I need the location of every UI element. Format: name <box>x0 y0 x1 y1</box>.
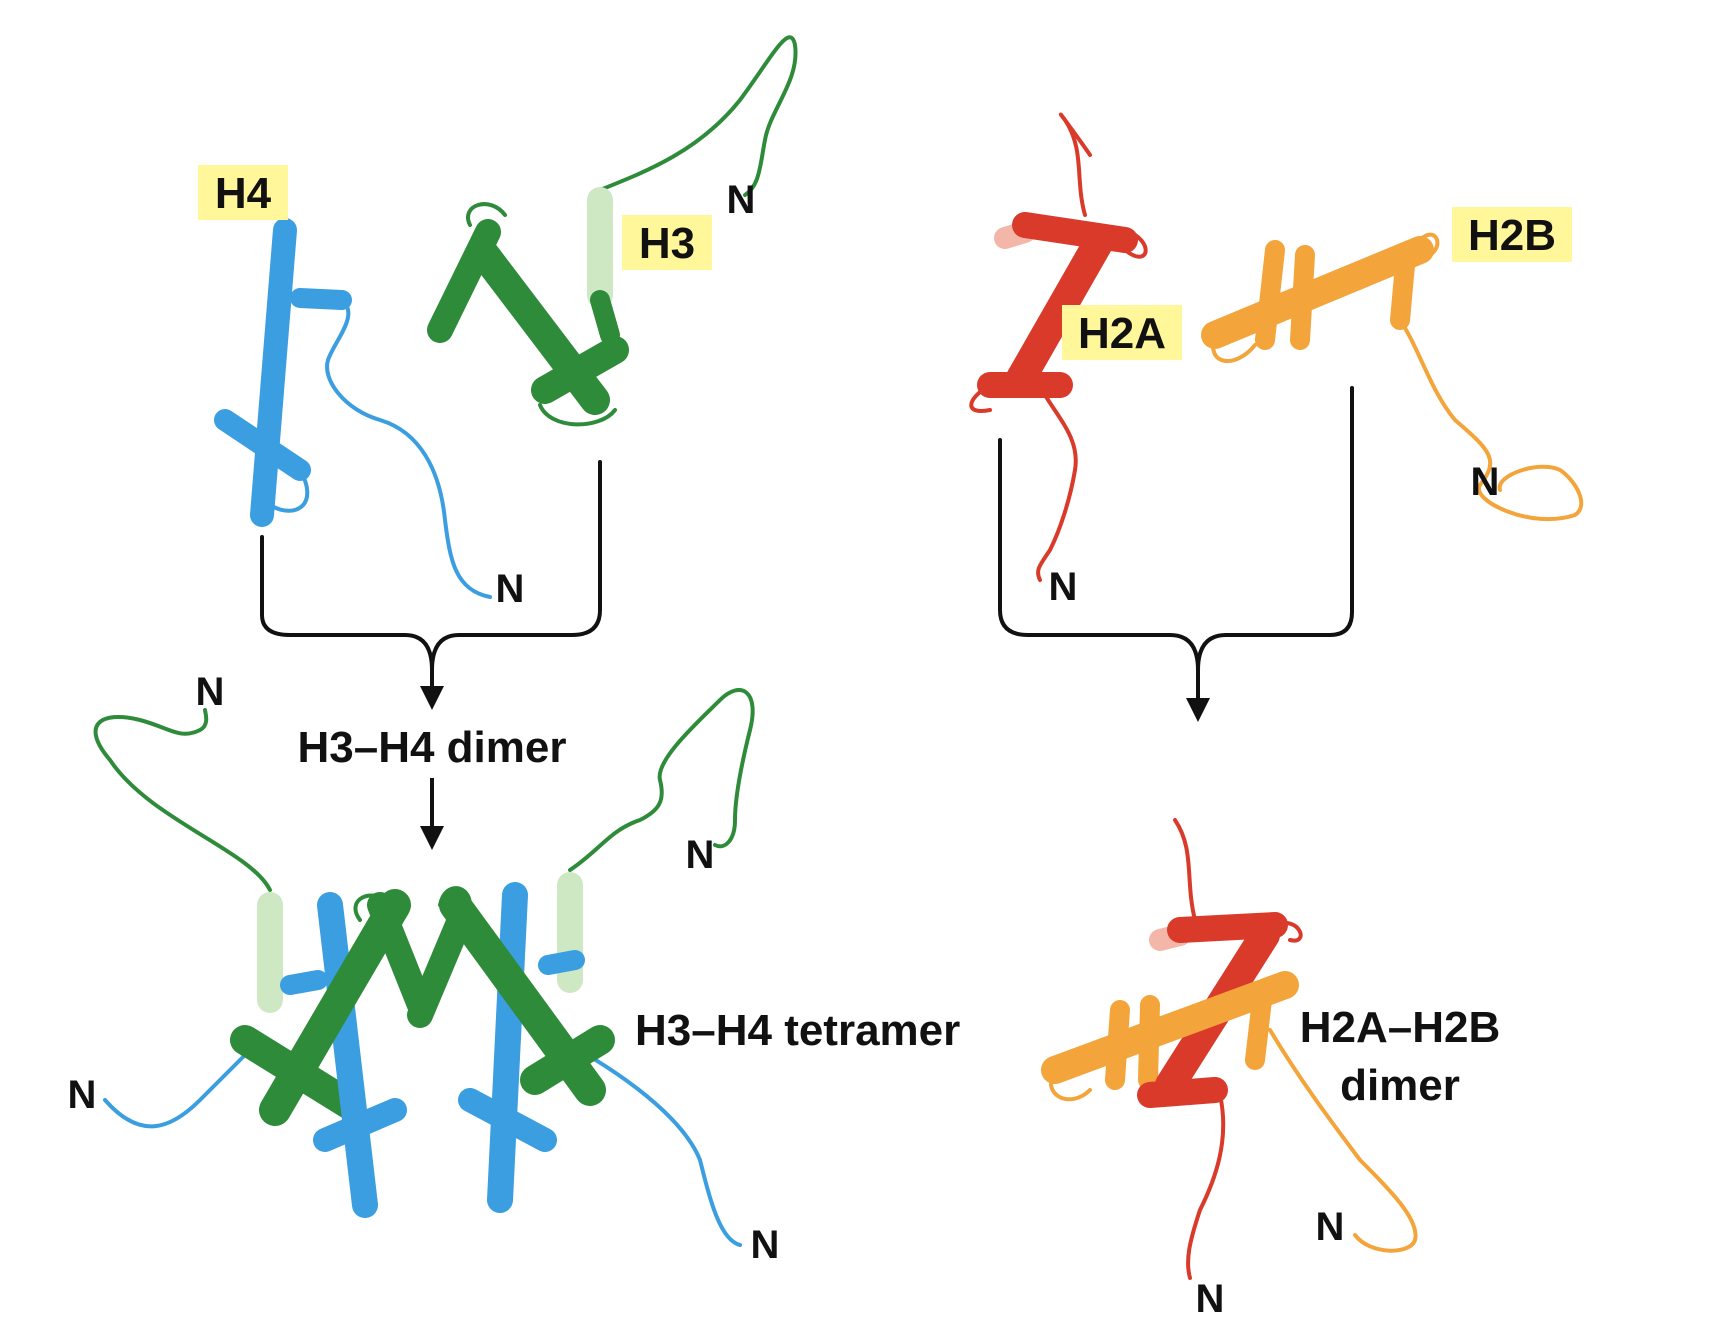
h2b-label-highlight <box>1452 207 1572 262</box>
h4-label: H4 <box>198 165 288 220</box>
dimer-h2a-n-terminus-label: N <box>1196 1277 1225 1321</box>
dimer-h2b-n-terminus-label: N <box>1316 1205 1345 1249</box>
h2a-h2b-bracket <box>998 386 1354 672</box>
h3-monomer <box>427 35 798 427</box>
tetramer-h3-tail-left <box>93 708 272 892</box>
tetramer-h4-helix-left <box>317 892 378 1218</box>
h4-short-helix <box>290 288 352 310</box>
dimer-h2b-loop <box>1048 1068 1092 1102</box>
tetramer-n-label-bottom-left: N <box>68 1073 97 1117</box>
h4-long-helix <box>250 218 297 527</box>
h2b-long-helix <box>1201 236 1434 349</box>
h3-label: H3 <box>622 215 712 270</box>
h3-label-highlight <box>622 215 712 270</box>
h2b-short-helix <box>1390 255 1415 330</box>
h2a-loops <box>969 228 1148 413</box>
h3-h4-dimer-label: H3–H4 dimer <box>297 723 566 772</box>
h2a-label: H2A <box>1062 305 1182 360</box>
h4-n-terminus-label: N <box>496 567 525 611</box>
tetramer-h4-tails <box>103 1038 742 1247</box>
h4-crossing-helix <box>214 409 311 481</box>
h2a-h2b-dimer-label-line1: H2A–H2B <box>1300 1003 1501 1052</box>
dimer-h2b-long-helix <box>1041 971 1299 1084</box>
tetramer-n-label-top-left: N <box>196 670 225 714</box>
h2a-h2b-dimer <box>1041 818 1418 1280</box>
h2b-n-terminus-label: N <box>1471 460 1500 504</box>
h3-h4-tetramer-label: H3–H4 tetramer <box>635 1006 960 1055</box>
h4-monomer <box>214 218 492 599</box>
tetramer-h3-helix-c <box>259 889 411 1126</box>
h2b-label: H2B <box>1452 207 1572 262</box>
h3-tail <box>598 35 798 197</box>
h2b-tails <box>1211 232 1584 522</box>
tetramer-n-label-bottom-right: N <box>751 1223 780 1267</box>
tetramer-h4-helix-right <box>487 882 528 1213</box>
tetramer-h3-helix-d <box>367 892 433 1018</box>
h2a-n-terminus-label: N <box>1049 565 1078 609</box>
h2b-monomer <box>1201 232 1584 522</box>
h2a-label-highlight <box>1062 305 1182 360</box>
h3-loops <box>466 202 617 427</box>
dimer-h2a-loop <box>1273 921 1303 943</box>
h3-helix-3 <box>531 336 629 404</box>
tetramer-n-label-top-right: N <box>686 833 715 877</box>
h2a-label-text: H2A <box>1078 309 1166 358</box>
tetramer-h3-tail-right <box>568 688 755 872</box>
h4-label-text: H4 <box>215 169 272 218</box>
tetramer-h4-short-helix-left <box>313 1098 407 1152</box>
h2a-tails <box>1036 112 1092 582</box>
h2a-long-helix <box>1005 225 1115 395</box>
tetramer-h4-short-helix-right <box>458 1088 557 1152</box>
tetramer-h3-loops <box>353 886 472 922</box>
tetramer-h3-helix-e <box>407 907 473 1028</box>
h3-linker-helix <box>590 290 620 345</box>
dimer-h2b-short-helix <box>1245 990 1272 1070</box>
h2a-h2b-dimer-label-line2: dimer <box>1340 1061 1460 1110</box>
tetramer-h4-tiny-helix-left <box>280 970 328 995</box>
dimer-h2b-tail <box>1268 1028 1418 1253</box>
h3-n-terminus-label: N <box>727 178 756 222</box>
dimer-h2a-tails <box>1173 818 1226 1280</box>
h3-h4-bracket <box>260 460 602 672</box>
dimer-h2a-bottom-helix <box>1137 1077 1228 1108</box>
h2b-label-text: H2B <box>1468 211 1556 260</box>
h3-h4-tetramer <box>93 688 755 1247</box>
tetramer-h4-tiny-helix-right <box>538 950 585 975</box>
tetramer-h3-helix-f <box>439 889 606 1106</box>
h2a-monomer <box>969 112 1148 582</box>
h4-tail <box>268 298 492 599</box>
h4-label-highlight <box>198 165 288 220</box>
h3-label-text: H3 <box>639 219 695 268</box>
